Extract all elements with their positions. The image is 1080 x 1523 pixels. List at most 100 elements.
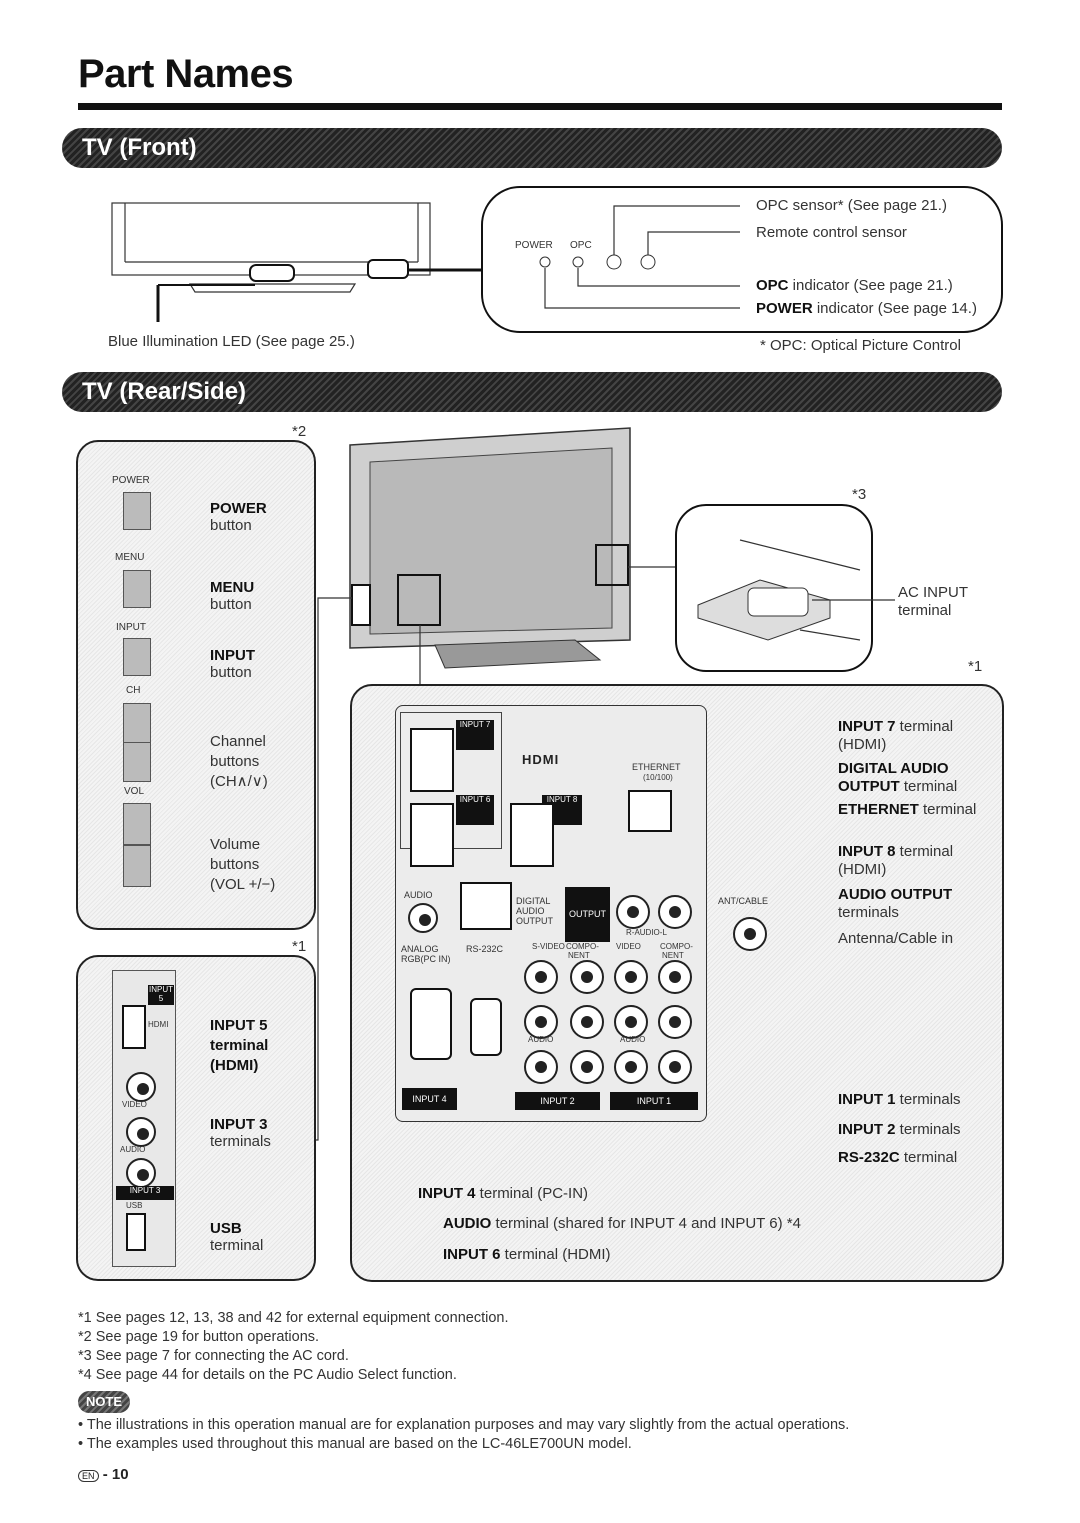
volume-up-button[interactable] xyxy=(123,803,151,845)
footnote-1: *1 See pages 12, 13, 38 and 42 for exter… xyxy=(78,1310,509,1326)
note-item-1: • The illustrations in this operation ma… xyxy=(78,1417,850,1433)
volume-down-button[interactable] xyxy=(123,845,151,887)
input7-hdmi-port[interactable] xyxy=(410,728,454,792)
note-badge: NOTE xyxy=(78,1391,130,1413)
input2-pr-jack[interactable] xyxy=(570,1050,604,1084)
input1-pb-jack[interactable] xyxy=(658,1005,692,1039)
opc-sensor-label: OPC sensor* (See page 21.) xyxy=(756,197,947,214)
antenna-label: Antenna/Cable in xyxy=(838,930,954,947)
r-audio-l-label: R-AUDIO-L xyxy=(626,928,667,937)
ethernet-panel-label: ETHERNET xyxy=(632,762,681,772)
compo-label-1: COMPO- xyxy=(566,942,599,951)
page-number: EN - 10 xyxy=(78,1466,129,1483)
input4-label: INPUT 4 terminal (PC-IN) xyxy=(418,1185,589,1202)
output-badge: OUTPUT xyxy=(565,887,610,942)
input2-y-jack[interactable] xyxy=(570,960,604,994)
input2-audio-l-jack[interactable] xyxy=(524,1005,558,1039)
opc-footnote: * OPC: Optical Picture Control xyxy=(760,337,961,354)
rs232-panel-label: RS-232C xyxy=(466,944,504,954)
input1-pr-jack[interactable] xyxy=(658,1050,692,1084)
rs232-label: RS-232C terminal xyxy=(838,1149,958,1166)
footnote-mark-1a: *1 xyxy=(292,938,307,955)
input1-label: INPUT 1 terminals xyxy=(838,1091,961,1108)
side-audio-label: AUDIO xyxy=(120,1145,146,1154)
language-mark: EN xyxy=(78,1470,99,1482)
input1-audio-l-jack[interactable] xyxy=(614,1005,648,1039)
ethernet-panel-sublabel: (10/100) xyxy=(643,773,673,782)
panel-power-label: POWER xyxy=(515,240,553,251)
input2-badge: INPUT 2 xyxy=(515,1092,600,1110)
opc-indicator-label: OPC indicator (See page 21.) xyxy=(756,277,953,294)
footnote-4: *4 See page 44 for details on the PC Aud… xyxy=(78,1367,457,1383)
input1-audio-label: AUDIO xyxy=(620,1035,646,1044)
nent-label-2: NENT xyxy=(662,951,684,960)
section-bar-front: TV (Front) xyxy=(62,128,1002,168)
pc-in-port[interactable] xyxy=(410,988,452,1060)
input6-label: INPUT 6 terminal (HDMI) xyxy=(443,1246,611,1263)
footnote-2: *2 See page 19 for button operations. xyxy=(78,1329,320,1345)
svideo-label: S-VIDEO xyxy=(532,942,565,951)
footnote-3: *3 See page 7 for connecting the AC cord… xyxy=(78,1348,349,1364)
input1-video-jack[interactable] xyxy=(614,960,648,994)
side-buttons-panel xyxy=(76,440,316,930)
side-audio-l-jack[interactable] xyxy=(126,1117,156,1147)
ethernet-label: ETHERNET terminal xyxy=(838,801,977,818)
hdmi-logo: HDMI xyxy=(522,752,560,767)
side-video-jack[interactable] xyxy=(126,1072,156,1102)
input8-label: INPUT 8 terminal(HDMI) xyxy=(838,843,954,878)
remote-sensor-label: Remote control sensor xyxy=(756,224,907,241)
ant-cable-label: ANT/CABLE xyxy=(718,896,769,906)
audio-panel-label: AUDIO xyxy=(404,890,433,900)
digital-audio-port[interactable] xyxy=(460,882,512,930)
nent-label-1: NENT xyxy=(568,951,590,960)
svideo-jack[interactable] xyxy=(524,960,558,994)
audio-shared-label: AUDIO terminal (shared for INPUT 4 and I… xyxy=(443,1215,801,1232)
ethernet-port[interactable] xyxy=(628,790,672,832)
menu-button[interactable] xyxy=(123,570,151,608)
input6-hdmi-port[interactable] xyxy=(410,803,454,867)
footnote-mark-1b: *1 xyxy=(968,658,983,675)
page-title: Part Names xyxy=(78,52,294,96)
side-vol-label: VOL xyxy=(124,786,145,797)
audio-out-r-jack[interactable] xyxy=(616,895,650,929)
input2-audio-r-jack[interactable] xyxy=(524,1050,558,1084)
title-rule xyxy=(78,103,1002,110)
side-hdmi-port[interactable] xyxy=(122,1005,146,1049)
usb-port[interactable] xyxy=(126,1213,146,1251)
footnote-mark-2: *2 xyxy=(292,423,307,440)
side-menu-label: MENU xyxy=(115,552,145,563)
power-button[interactable] xyxy=(123,492,151,530)
input1-audio-r-jack[interactable] xyxy=(614,1050,648,1084)
section-bar-rear: TV (Rear/Side) xyxy=(62,372,1002,412)
input1-y-jack[interactable] xyxy=(658,960,692,994)
antenna-jack[interactable] xyxy=(733,917,767,951)
rs232-port[interactable] xyxy=(470,998,502,1056)
panel-opc-label: OPC xyxy=(570,240,592,251)
input2-pb-jack[interactable] xyxy=(570,1005,604,1039)
channel-down-button[interactable] xyxy=(123,742,151,782)
compo-label-2: COMPO- xyxy=(660,942,693,951)
side-input3-badge: INPUT 3 xyxy=(116,1186,174,1200)
input2-audio-label: AUDIO xyxy=(528,1035,554,1044)
channel-up-button[interactable] xyxy=(123,703,151,743)
input6-badge: INPUT 6 xyxy=(456,795,494,825)
input-button[interactable] xyxy=(123,638,151,676)
side-video-label: VIDEO xyxy=(122,1100,147,1109)
audio-out-l-jack[interactable] xyxy=(658,895,692,929)
side-input-label: INPUT xyxy=(116,622,146,633)
audio-in-jack[interactable] xyxy=(408,903,438,933)
footnote-mark-3: *3 xyxy=(852,486,867,503)
power-indicator-label: POWER indicator (See page 14.) xyxy=(756,300,977,317)
input7-label: INPUT 7 terminal(HDMI) xyxy=(838,718,954,753)
input8-hdmi-port[interactable] xyxy=(510,803,554,867)
side-audio-r-jack[interactable] xyxy=(126,1158,156,1188)
